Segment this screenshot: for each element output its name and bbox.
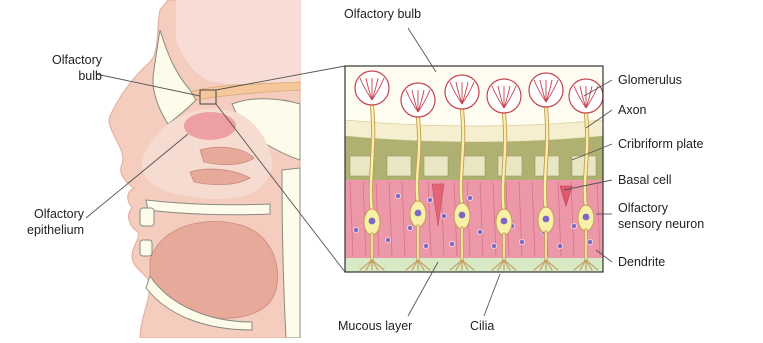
neuron-nucleus — [369, 218, 376, 225]
label-olfactory-sensory-neuron-line2: sensory neuron — [618, 216, 704, 232]
upper-teeth — [140, 208, 154, 226]
cell-nucleus — [427, 197, 432, 202]
cell-nucleus — [449, 241, 454, 246]
cribriform-holes — [350, 156, 596, 176]
cribriform-hole — [387, 156, 411, 176]
cell-nucleus — [385, 237, 390, 242]
olfactory-epithelium-patch — [184, 112, 236, 140]
cell-nucleus — [519, 239, 524, 244]
cell-nucleus — [441, 213, 446, 218]
neuron-nucleus — [583, 214, 590, 221]
cell-nucleus — [467, 195, 472, 200]
label-mucous-layer: Mucous layer — [338, 318, 412, 334]
label-axon: Axon — [618, 102, 647, 118]
label-olfactory-bulb-left-line1: Olfactory — [28, 52, 102, 68]
neuron-nucleus — [415, 210, 422, 217]
label-olfactory-bulb-left-line2: bulb — [28, 68, 102, 84]
label-olfactory-sensory-neuron-line1: Olfactory — [618, 200, 704, 216]
cribriform-hole — [461, 156, 485, 176]
neuron-nucleus — [543, 216, 550, 223]
label-olfactory-bulb-left: Olfactory bulb — [28, 52, 102, 84]
label-dendrite: Dendrite — [618, 254, 665, 270]
cell-nucleus — [353, 227, 358, 232]
label-olfactory-sensory-neuron: Olfactory sensory neuron — [618, 200, 704, 232]
head-sagittal-section-icon — [109, 0, 300, 338]
label-cribriform-plate: Cribriform plate — [618, 136, 703, 152]
cell-nucleus — [587, 239, 592, 244]
neuron-nucleus — [459, 212, 466, 219]
cell-nucleus — [477, 229, 482, 234]
label-basal-cell: Basal cell — [618, 172, 672, 188]
cell-nucleus — [407, 225, 412, 230]
label-olfactory-epithelium-line2: epithelium — [0, 222, 84, 238]
cell-nucleus — [491, 243, 496, 248]
olfactory-epithelium-detail-icon — [345, 66, 603, 272]
cribriform-hole — [424, 156, 448, 176]
label-olfactory-epithelium: Olfactory epithelium — [0, 206, 84, 238]
lower-teeth — [140, 240, 152, 256]
neuron-nucleus — [501, 218, 508, 225]
cell-nucleus — [557, 243, 562, 248]
label-olfactory-bulb-top: Olfactory bulb — [344, 6, 421, 22]
cell-nucleus — [571, 223, 576, 228]
cell-nucleus — [423, 243, 428, 248]
label-cilia: Cilia — [470, 318, 494, 334]
cell-nucleus — [395, 193, 400, 198]
label-olfactory-epithelium-line1: Olfactory — [0, 206, 84, 222]
leader-cilia — [484, 274, 500, 316]
label-glomerulus: Glomerulus — [618, 72, 682, 88]
